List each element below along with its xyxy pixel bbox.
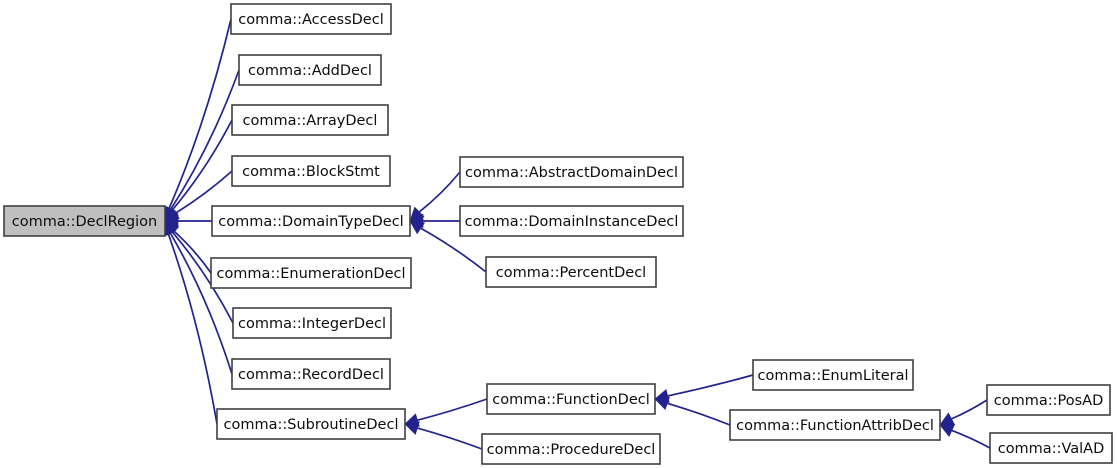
inheritance-edge — [163, 220, 233, 375]
node-abstractdomaindecl[interactable]: comma::AbstractDomainDecl — [459, 156, 684, 188]
edge-layer — [161, 18, 991, 450]
node-integerdecl[interactable]: comma::IntegerDecl — [232, 307, 392, 339]
edge-line — [667, 374, 754, 397]
node-label: comma::ProcedureDecl — [487, 442, 656, 458]
node-box[interactable] — [216, 408, 406, 440]
node-domaininstancedecl[interactable]: comma::DomainInstanceDecl — [459, 205, 684, 237]
node-label: comma::AccessDecl — [238, 12, 383, 28]
node-functionattribdecl[interactable]: comma::FunctionAttribDecl — [729, 409, 941, 441]
edge-arrowhead — [939, 424, 956, 437]
node-declregion[interactable]: comma::DeclRegion — [3, 205, 166, 237]
node-functiondecl[interactable]: comma::FunctionDecl — [486, 383, 656, 415]
inheritance-edge — [161, 220, 218, 425]
node-domaintypedecl[interactable]: comma::DomainTypeDecl — [211, 205, 411, 237]
node-label: comma::BlockStmt — [242, 164, 380, 180]
node-box[interactable] — [211, 205, 411, 237]
edge-line — [417, 398, 488, 422]
node-label: comma::FunctionDecl — [492, 392, 650, 408]
node-box[interactable] — [752, 359, 914, 391]
edge-line — [174, 170, 233, 214]
node-label: comma::AbstractDomainDecl — [465, 165, 678, 181]
node-box[interactable] — [459, 205, 684, 237]
inheritance-edge — [164, 69, 240, 222]
node-label: comma::EnumerationDecl — [216, 266, 405, 282]
node-accessdecl[interactable]: comma::AccessDecl — [230, 3, 392, 35]
node-box[interactable] — [459, 156, 684, 188]
edge-arrowhead — [404, 421, 420, 435]
node-box[interactable] — [231, 155, 391, 187]
inheritance-edge — [409, 220, 487, 273]
node-label: comma::PercentDecl — [496, 265, 646, 281]
node-enumerationdecl[interactable]: comma::EnumerationDecl — [210, 257, 412, 289]
node-blockstmt[interactable]: comma::BlockStmt — [231, 155, 391, 187]
edge-line — [171, 119, 233, 211]
node-posad[interactable]: comma::PosAD — [986, 384, 1111, 416]
node-box[interactable] — [210, 257, 412, 289]
node-subroutinedecl[interactable]: comma::SubroutineDecl — [216, 408, 406, 440]
inheritance-edge — [654, 396, 731, 426]
node-label: comma::DeclRegion — [12, 214, 157, 230]
node-box[interactable] — [481, 433, 661, 465]
edge-line — [418, 171, 461, 213]
node-box[interactable] — [485, 256, 657, 288]
inheritance-edge — [404, 421, 483, 450]
node-adddecl[interactable]: comma::AddDecl — [238, 54, 382, 86]
node-recorddecl[interactable]: comma::RecordDecl — [231, 358, 391, 390]
node-box[interactable] — [232, 307, 392, 339]
node-label: comma::ArrayDecl — [243, 113, 378, 129]
node-label: comma::FunctionAttribDecl — [736, 418, 934, 434]
node-label: comma::SubroutineDecl — [224, 417, 399, 433]
edge-line — [420, 227, 487, 273]
inheritance-edge — [939, 399, 988, 426]
edge-line — [951, 399, 988, 420]
node-label: comma::ValAD — [998, 441, 1105, 457]
edge-line — [167, 233, 218, 425]
node-label: comma::RecordDecl — [238, 367, 384, 383]
node-label: comma::IntegerDecl — [238, 316, 386, 332]
inheritance-edge — [162, 18, 232, 222]
edge-line — [171, 231, 234, 324]
node-box[interactable] — [486, 383, 656, 415]
edge-line — [169, 232, 233, 375]
node-label: comma::PosAD — [994, 393, 1104, 409]
node-label: comma::EnumLiteral — [757, 368, 908, 384]
node-box[interactable] — [729, 409, 941, 441]
edge-line — [667, 402, 731, 426]
node-box[interactable] — [3, 205, 166, 237]
node-box[interactable] — [989, 432, 1113, 464]
node-box[interactable] — [231, 104, 389, 136]
edge-line — [173, 230, 212, 274]
edge-line — [951, 429, 991, 449]
node-valad[interactable]: comma::ValAD — [989, 432, 1113, 464]
node-label: comma::AddDecl — [248, 63, 372, 79]
edge-arrowhead — [654, 396, 670, 411]
inheritance-edge — [654, 374, 754, 403]
edge-arrowhead — [409, 220, 426, 235]
node-percentdecl[interactable]: comma::PercentDecl — [485, 256, 657, 288]
node-layer: comma::DeclRegion comma::AccessDeclcomma:… — [3, 3, 1113, 465]
node-proceduredecl[interactable]: comma::ProcedureDecl — [481, 433, 661, 465]
node-box[interactable] — [230, 3, 392, 35]
node-box[interactable] — [986, 384, 1111, 416]
node-box[interactable] — [238, 54, 382, 86]
node-arraydecl[interactable]: comma::ArrayDecl — [231, 104, 389, 136]
node-label: comma::DomainInstanceDecl — [465, 214, 679, 230]
edge-line — [417, 427, 483, 450]
edge-line — [170, 69, 240, 210]
edge-line — [168, 18, 232, 209]
inheritance-edge — [939, 424, 991, 449]
node-box[interactable] — [231, 358, 391, 390]
node-enumliteral[interactable]: comma::EnumLiteral — [752, 359, 914, 391]
inheritance-edge — [409, 171, 461, 222]
node-label: comma::DomainTypeDecl — [218, 214, 403, 230]
